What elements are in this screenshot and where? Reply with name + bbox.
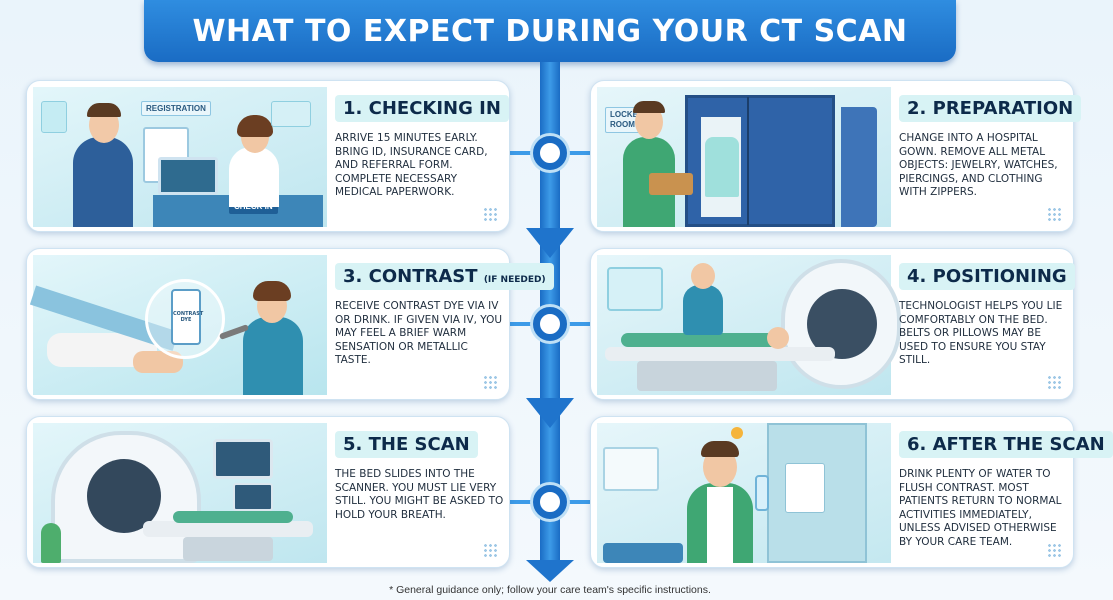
dots-decoration — [1047, 543, 1061, 557]
step-title: 3. CONTRAST (IF NEEDED) — [335, 263, 554, 290]
timeline-node — [533, 485, 567, 519]
registration-sign: REGISTRATION — [141, 101, 211, 116]
dots-decoration — [1047, 375, 1061, 389]
step-card-preparation: LOCKER ROOM 2. PREPARATION CHANGE INTO A… — [590, 80, 1082, 232]
step-description: DRINK PLENTY OF WATER TO FLUSH CONTRAST.… — [899, 468, 1062, 548]
preparation-illustration: LOCKER ROOM — [597, 87, 891, 227]
dots-decoration — [1047, 207, 1061, 221]
step-description: ARRIVE 15 MINUTES EARLY. BRING ID, INSUR… — [335, 132, 488, 198]
dots-decoration — [483, 543, 497, 557]
step-description: TECHNOLOGIST HELPS YOU LIE COMFORTABLY O… — [899, 300, 1063, 366]
step-card-after-the-scan: 6. AFTER THE SCAN DRINK PLENTY OF WATER … — [590, 416, 1113, 568]
step-title: 4. POSITIONING — [899, 263, 1075, 290]
gown-icon — [705, 137, 739, 197]
contrast-illustration: CONTRAST DYE — [29, 255, 327, 395]
arrow-down-icon — [526, 398, 574, 428]
page-title: WHAT TO EXPECT DURING YOUR CT SCAN — [192, 13, 908, 49]
person-icon — [73, 137, 133, 227]
step-title: 5. THE SCAN — [335, 431, 478, 458]
arrow-down-icon — [526, 560, 574, 582]
timeline-node — [533, 307, 567, 341]
step-title: 2. PREPARATION — [899, 95, 1082, 122]
footnote: * General guidance only; follow your car… — [389, 584, 711, 596]
receptionist-icon — [229, 147, 279, 207]
checking-in-illustration: REGISTRATION CHECK IN — [33, 87, 327, 227]
title-banner: WHAT TO EXPECT DURING YOUR CT SCAN — [144, 0, 956, 62]
step-description: RECEIVE CONTRAST DYE VIA IV OR DRINK. IF… — [335, 300, 503, 366]
dots-decoration — [483, 207, 497, 221]
step-description: CHANGE INTO A HOSPITAL GOWN. REMOVE ALL … — [899, 132, 1058, 198]
nurse-icon — [243, 317, 303, 395]
step-card-positioning: 4. POSITIONING TECHNOLOGIST HELPS YOU LI… — [590, 248, 1075, 400]
after-scan-illustration — [597, 423, 891, 563]
scan-illustration — [33, 423, 327, 563]
step-card-the-scan: 5. THE SCAN THE BED SLIDES INTO THE SCAN… — [26, 416, 510, 568]
step-title: 6. AFTER THE SCAN — [899, 431, 1113, 458]
arrow-down-icon — [526, 228, 574, 258]
step-title: 1. CHECKING IN — [335, 95, 509, 122]
dots-decoration — [483, 375, 497, 389]
plant-icon — [41, 523, 61, 563]
basket-icon — [649, 173, 693, 195]
smile-icon — [731, 427, 743, 439]
step-description: THE BED SLIDES INTO THE SCANNER. YOU MUS… — [335, 468, 504, 521]
step-card-contrast: CONTRAST DYE 3. CONTRAST (IF NEEDED) REC… — [26, 248, 554, 400]
contrast-bottle-icon — [171, 289, 201, 345]
timeline-node — [533, 136, 567, 170]
step-card-checking-in: REGISTRATION CHECK IN 1. CHECKING IN ARR… — [26, 80, 510, 232]
bottle-label: CONTRAST DYE — [173, 311, 204, 323]
technologist-icon — [683, 285, 723, 335]
positioning-illustration — [597, 255, 901, 395]
water-bottle-icon — [755, 475, 769, 511]
